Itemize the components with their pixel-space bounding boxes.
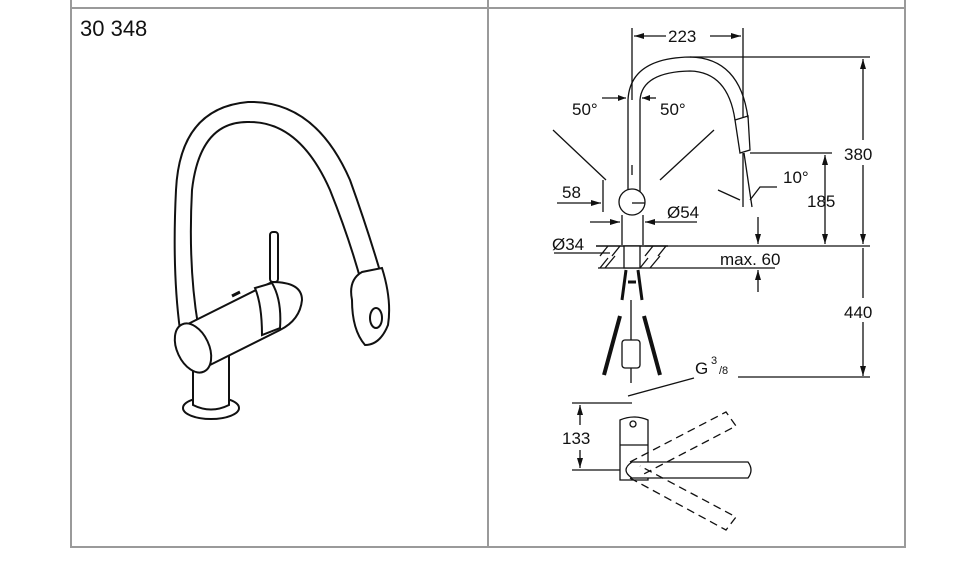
supply-hoses xyxy=(620,269,644,301)
spray-face xyxy=(369,307,383,329)
counter-hatching xyxy=(599,245,667,269)
dim-angle-left: 50° xyxy=(572,100,598,119)
top-view-spout xyxy=(625,461,752,479)
dim-133: 133 xyxy=(562,429,590,448)
swivel-range xyxy=(629,411,737,531)
table-column-divider xyxy=(487,0,489,548)
product-code: 30 348 xyxy=(80,16,148,41)
thread-denominator: /8 xyxy=(719,365,728,377)
dim-380: 380 xyxy=(844,145,872,164)
spray-head xyxy=(734,115,751,154)
spout-outline xyxy=(627,56,749,200)
dim-440: 440 xyxy=(844,303,872,322)
dim-angle-right: 50° xyxy=(660,100,686,119)
dim-34: Ø34 xyxy=(552,235,584,254)
dim-10-deg: 10° xyxy=(783,168,809,187)
thread-g: G xyxy=(695,359,708,378)
dim-58: 58 xyxy=(562,183,581,202)
lever-ring xyxy=(253,281,282,337)
lever-handle xyxy=(269,231,279,283)
dim-max-60: max. 60 xyxy=(720,250,780,269)
dim-185: 185 xyxy=(807,192,835,211)
valve-box xyxy=(621,339,641,369)
lever-pivot xyxy=(618,188,646,216)
body-end-cap xyxy=(173,322,213,374)
dim-54: Ø54 xyxy=(667,203,699,222)
thread-numerator: 3 xyxy=(711,355,717,367)
dim-223: 223 xyxy=(668,27,696,46)
